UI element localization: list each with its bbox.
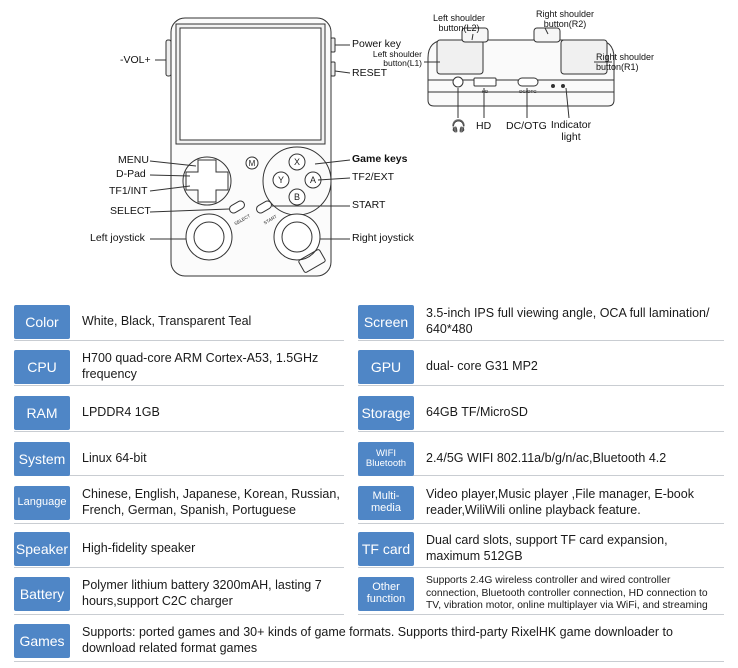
spec-value: Linux 64-bit	[82, 451, 147, 466]
spec-row: WIFI Bluetooth 2.4/5G WIFI 802.11a/b/g/n/…	[358, 440, 724, 476]
port-dcotg-print: DC/OTG	[519, 89, 537, 94]
dpad-graphic	[182, 156, 232, 206]
spec-row: TF card Dual card slots, support TF card …	[358, 530, 724, 568]
spec-tag-games: Games	[14, 624, 70, 658]
label-tf1: TF1/INT	[109, 185, 148, 197]
a-button-letter: A	[310, 175, 316, 185]
label-menu: MENU	[118, 154, 149, 166]
spec-tag: Language	[14, 486, 70, 520]
y-button-letter: Y	[278, 175, 284, 185]
label-start: START	[352, 199, 386, 211]
spec-tag: Color	[14, 305, 70, 339]
label-game-keys: Game keys	[352, 153, 408, 165]
spec-tag: Battery	[14, 577, 70, 611]
menu-button-graphic	[245, 156, 259, 170]
spec-tag: System	[14, 442, 70, 476]
spec-row: CPU H700 quad-core ARM Cortex-A53, 1.5GHz…	[14, 348, 344, 386]
spec-tag: TF card	[358, 532, 414, 566]
start-print: START	[263, 214, 278, 226]
device-diagram: M X Y A B SELECT START HD DC/OTG	[149, 17, 615, 277]
spec-value: Chinese, English, Japanese, Korean, Russ…	[82, 487, 340, 517]
right-joystick-graphic	[273, 213, 321, 261]
label-reset: RESET	[352, 67, 388, 79]
label-indicator: Indicator light	[550, 119, 592, 143]
spec-row: System Linux 64-bit	[14, 440, 344, 476]
spec-tag: RAM	[14, 396, 70, 430]
spec-row: Other function Supports 2.4G wireless con…	[358, 575, 724, 615]
spec-value: Dual card slots, support TF card expansi…	[426, 533, 668, 563]
label-dcotg: DC/OTG	[506, 120, 547, 132]
spec-value: 64GB TF/MicroSD	[426, 405, 528, 420]
label-right-joystick: Right joystick	[352, 232, 414, 244]
x-button-letter: X	[294, 157, 300, 167]
spec-tag: Multi-media	[358, 486, 414, 520]
spec-tag: WIFI Bluetooth	[358, 442, 414, 476]
spec-row: GPU dual- core G31 MP2	[358, 348, 724, 386]
spec-row: RAM LPDDR4 1GB	[14, 394, 344, 432]
spec-value: 3.5-inch IPS full viewing angle, OCA ful…	[426, 306, 710, 336]
headphone-icon: 🎧	[451, 119, 466, 133]
spec-tag: Other function	[358, 577, 414, 611]
spec-value: 2.4/5G WIFI 802.11a/b/g/n/ac,Bluetooth 4…	[426, 451, 667, 466]
b-button-letter: B	[294, 192, 300, 202]
label-l2: Left shoulder button(L2)	[432, 13, 486, 33]
spec-row: Speaker High-fidelity speaker	[14, 530, 344, 568]
label-l1: Left shoulder button(L1)	[372, 49, 422, 69]
label-select: SELECT	[110, 205, 151, 217]
spec-tag: Screen	[358, 305, 414, 339]
spec-row-games: Games Supports: ported games and 30+ kin…	[14, 622, 724, 662]
spec-value: Polymer lithium battery 3200mAH, lasting…	[82, 578, 322, 608]
label-left-joystick: Left joystick	[90, 232, 145, 244]
spec-row: Battery Polymer lithium battery 3200mAH, …	[14, 575, 344, 615]
spec-value: Supports 2.4G wireless controller and wi…	[426, 575, 708, 612]
spec-row: Language Chinese, English, Japanese, Kore…	[14, 484, 344, 524]
spec-row: Storage 64GB TF/MicroSD	[358, 394, 724, 432]
spec-value: White, Black, Transparent Teal	[82, 314, 252, 329]
label-power: Power key	[352, 38, 402, 50]
spec-value: dual- core G31 MP2	[426, 359, 538, 374]
spec-row: Color White, Black, Transparent Teal	[14, 303, 344, 341]
spec-value: High-fidelity speaker	[82, 541, 196, 556]
spec-row: Multi-media Video player,Music player ,Fi…	[358, 484, 724, 524]
label-tf2: TF2/EXT	[352, 171, 395, 183]
port-hd-print: HD	[482, 89, 489, 94]
m-button-letter: M	[249, 159, 256, 168]
spec-value: H700 quad-core ARM Cortex-A53, 1.5GHz fr…	[82, 351, 319, 381]
label-dpad: D-Pad	[116, 168, 146, 180]
label-r1: Right shoulder button(R1)	[596, 52, 655, 72]
left-joystick-graphic	[185, 213, 233, 261]
label-vol: -VOL+	[120, 54, 151, 66]
spec-value: Video player,Music player ,File manager,…	[426, 487, 694, 517]
spec-tag: GPU	[358, 350, 414, 384]
spec-value: LPDDR4 1GB	[82, 405, 160, 420]
label-r2: Right shoulder button(R2)	[535, 9, 595, 29]
spec-tag: CPU	[14, 350, 70, 384]
spec-tag: Storage	[358, 396, 414, 430]
spec-tag: Speaker	[14, 532, 70, 566]
spec-value-games: Supports: ported games and 30+ kinds of …	[82, 625, 673, 655]
label-hd: HD	[476, 120, 492, 132]
spec-row: Screen 3.5-inch IPS full viewing angle, O…	[358, 303, 724, 341]
